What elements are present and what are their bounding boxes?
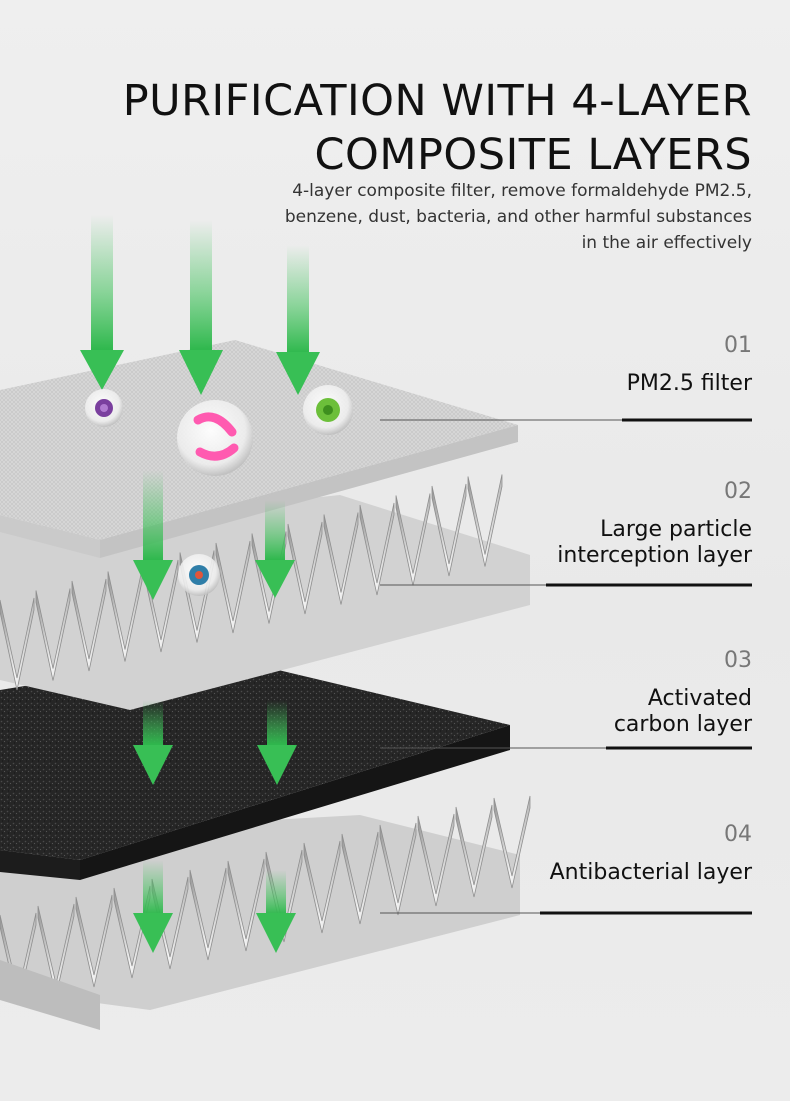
green-virus-icon (303, 385, 353, 435)
pleat-fold (71, 578, 107, 672)
pleat-fold (467, 474, 503, 567)
airflow-arrow-icon (80, 215, 124, 390)
pleat-fold (395, 493, 431, 586)
layer-name-line: PM2.5 filter (626, 371, 752, 396)
layer-number: 04 (724, 822, 752, 847)
title-line: COMPOSITE LAYERS (314, 130, 752, 180)
layer-name: Antibacterial layer (550, 860, 752, 886)
subtitle-line: benzene, dust, bacteria, and other harmf… (284, 207, 752, 227)
subtitle-line: 4-layer composite filter, remove formald… (292, 181, 752, 201)
layer-number: 03 (724, 648, 752, 673)
layer-name-line: interception layer (557, 543, 752, 568)
airflow-arrow-icon (179, 220, 223, 395)
title-line: PURIFICATION WITH 4-LAYER (122, 76, 752, 126)
pleat-fold (107, 569, 143, 662)
pleat-fold (215, 540, 251, 634)
layer-name-line: Antibacterial layer (549, 860, 752, 885)
pleat-fold (455, 804, 493, 898)
pleat-fold (359, 502, 395, 596)
layer-label-antibacterial: 04 Antibacterial layer (550, 822, 752, 886)
pleat-fold (417, 813, 455, 907)
pleat-fold (303, 840, 341, 934)
layer-name: Large particle interception layer (557, 517, 752, 569)
pink-bacteria-icon (177, 400, 253, 476)
pm25-filter-graphic (0, 340, 518, 558)
layer-name: PM2.5 filter (627, 371, 752, 397)
pleat-fold (0, 597, 35, 691)
airflow-arrow-icon (276, 245, 320, 395)
purple-virus-icon (85, 389, 123, 427)
layer-name-line: Activated (647, 686, 752, 711)
pleat-fold (35, 588, 71, 681)
pleat-fold (251, 531, 287, 624)
subtitle-line: in the air effectively (581, 233, 752, 253)
pleat-fold (341, 831, 379, 925)
layer-name-line: carbon layer (613, 712, 752, 737)
layer-number: 02 (724, 479, 752, 504)
pleat-fold (75, 894, 113, 988)
page-title: PURIFICATION WITH 4-LAYER COMPOSITE LAYE… (123, 74, 752, 182)
pleat-fold (189, 867, 227, 961)
pleat-fold (287, 521, 323, 615)
airflow-arrow-icon (256, 870, 296, 953)
airflow-arrows (80, 215, 320, 953)
layer-number: 01 (724, 333, 752, 358)
layer-name-line: Large particle (600, 517, 752, 542)
pleat-fold (493, 795, 531, 889)
airflow-arrow-icon (257, 700, 297, 785)
pleat-fold (227, 858, 265, 952)
layer-label-large-particle: 02 Large particle interception layer (557, 479, 752, 569)
airflow-arrow-icon (255, 500, 295, 598)
airflow-arrow-icon (133, 470, 173, 600)
layer-name: Activated carbon layer (614, 686, 752, 738)
page-subtitle: 4-layer composite filter, remove formald… (152, 178, 752, 256)
airflow-arrow-icon (133, 700, 173, 785)
layer-label-pm25: 01 PM2.5 filter (627, 333, 752, 397)
blue-virus-icon (178, 554, 220, 596)
pleat-fold (379, 822, 417, 916)
airflow-arrow-icon (133, 860, 173, 953)
pleat-fold (431, 483, 467, 577)
layer-label-carbon: 03 Activated carbon layer (614, 648, 752, 738)
pleat-fold (323, 512, 359, 605)
